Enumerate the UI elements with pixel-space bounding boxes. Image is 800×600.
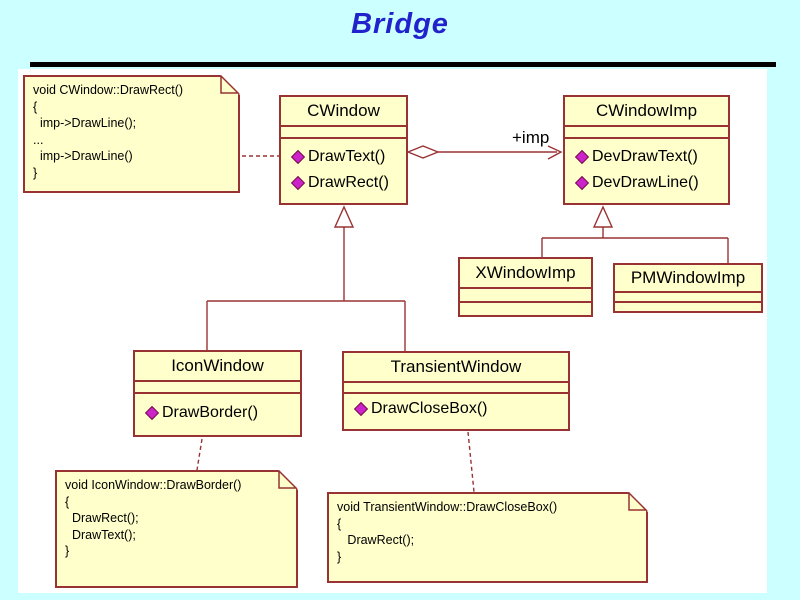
class-name: PMWindowImp bbox=[615, 265, 761, 293]
operation: DrawCloseBox() bbox=[353, 396, 568, 422]
note-fold-icon bbox=[278, 470, 298, 490]
operations-compartment: DevDrawText() DevDrawLine() bbox=[565, 139, 728, 203]
operation: DevDrawLine() bbox=[574, 170, 728, 196]
operation-label: DevDrawLine() bbox=[592, 174, 699, 191]
attributes-compartment bbox=[281, 127, 406, 139]
attributes-compartment bbox=[344, 383, 568, 394]
note-line: { bbox=[33, 99, 38, 114]
note-line: DrawRect(); bbox=[65, 511, 139, 525]
note-line: { bbox=[337, 516, 342, 531]
note-fold-icon bbox=[220, 75, 240, 95]
page-title: Bridge bbox=[351, 8, 449, 40]
attributes-compartment bbox=[460, 289, 591, 303]
operation-icon bbox=[574, 175, 590, 191]
note-line: imp->DrawLine() bbox=[33, 149, 133, 163]
class-pmwindowimp: PMWindowImp bbox=[613, 263, 763, 313]
aggregation-role-label: +imp bbox=[512, 128, 550, 147]
attributes-compartment bbox=[615, 293, 761, 303]
class-name: TransientWindow bbox=[344, 353, 568, 383]
operation: DrawBorder() bbox=[144, 400, 300, 426]
operations-compartment: DrawCloseBox() bbox=[344, 394, 568, 429]
operations-compartment bbox=[460, 303, 591, 315]
class-transientwindow: TransientWindow DrawCloseBox() bbox=[342, 351, 570, 431]
operation-label: DrawText() bbox=[308, 148, 386, 165]
note-line: DrawRect(); bbox=[337, 533, 415, 547]
class-name: IconWindow bbox=[135, 352, 300, 382]
operation-label: DrawBorder() bbox=[162, 404, 259, 421]
note-line: void TransientWindow::DrawCloseBox() bbox=[337, 500, 558, 514]
operations-compartment bbox=[615, 303, 761, 311]
operation-icon bbox=[144, 405, 160, 421]
operation-icon bbox=[574, 149, 590, 165]
note-fold-icon bbox=[628, 492, 648, 512]
note-line: void CWindow::DrawRect() bbox=[33, 83, 184, 97]
note-line: ... bbox=[33, 132, 44, 147]
class-name: CWindowImp bbox=[565, 97, 728, 127]
note-line: } bbox=[337, 549, 342, 564]
operations-compartment: DrawText() DrawRect() bbox=[281, 139, 406, 203]
class-xwindowimp: XWindowImp bbox=[458, 257, 593, 317]
note-cwindow-drawrect: void CWindow::DrawRect() { imp->DrawLine… bbox=[23, 75, 240, 193]
note-line: { bbox=[65, 494, 70, 509]
operation-icon bbox=[290, 175, 306, 191]
operation: DrawText() bbox=[290, 144, 406, 170]
operation: DevDrawText() bbox=[574, 144, 728, 170]
note-line: imp->DrawLine(); bbox=[33, 116, 137, 130]
class-iconwindow: IconWindow DrawBorder() bbox=[133, 350, 302, 437]
class-cwindow: CWindow DrawText() DrawRect() bbox=[279, 95, 408, 205]
note-line: } bbox=[33, 165, 38, 180]
note-iconwindow-drawborder: void IconWindow::DrawBorder() { DrawRect… bbox=[55, 470, 298, 588]
operation-icon bbox=[353, 401, 369, 417]
operation-label: DrawCloseBox() bbox=[371, 400, 488, 417]
note-line: void IconWindow::DrawBorder() bbox=[65, 478, 242, 492]
attributes-compartment bbox=[135, 382, 300, 394]
note-transientwindow-drawclosebox: void TransientWindow::DrawCloseBox() { D… bbox=[327, 492, 648, 583]
operations-compartment: DrawBorder() bbox=[135, 394, 300, 435]
operation-label: DrawRect() bbox=[308, 174, 389, 191]
operation: DrawRect() bbox=[290, 170, 406, 196]
note-line: DrawText(); bbox=[65, 527, 136, 542]
attributes-compartment bbox=[565, 127, 728, 139]
operation-icon bbox=[290, 149, 306, 165]
class-name: CWindow bbox=[281, 97, 406, 127]
title-rule bbox=[30, 62, 776, 67]
operation-label: DevDrawText() bbox=[592, 148, 698, 165]
note-line: } bbox=[65, 544, 70, 558]
class-cwindowimp: CWindowImp DevDrawText() DevDrawLine() bbox=[563, 95, 730, 205]
class-name: XWindowImp bbox=[460, 259, 591, 289]
